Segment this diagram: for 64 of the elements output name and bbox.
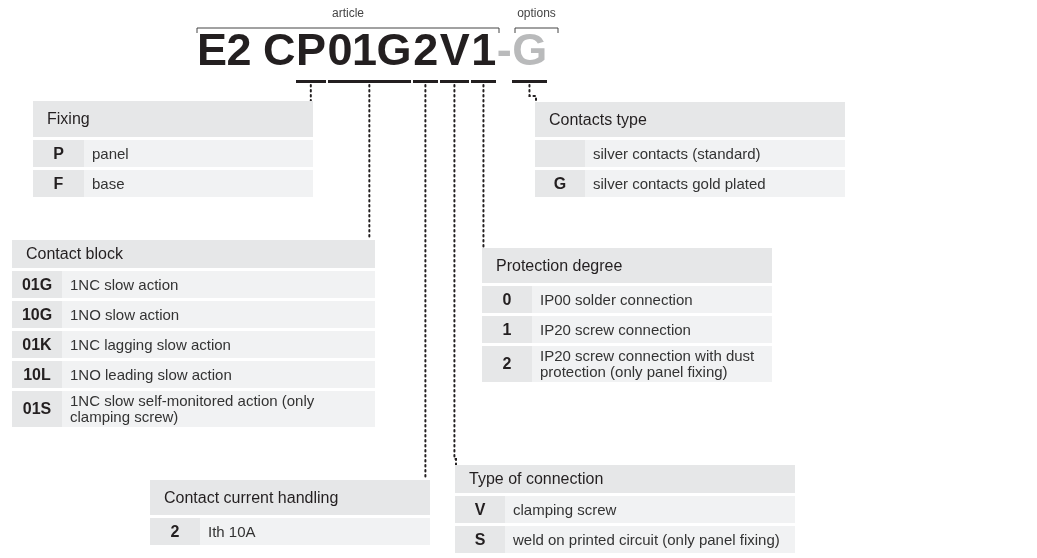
table-row <box>12 301 375 328</box>
table-row <box>535 140 845 167</box>
option-description: clamping screw <box>512 499 618 520</box>
option-description: 1NC lagging slow action <box>69 334 232 355</box>
option-code: 10L <box>12 361 62 388</box>
table-row <box>482 316 772 343</box>
option-code: 1 <box>482 316 532 343</box>
group-label: article <box>332 6 364 20</box>
option-code: 0 <box>482 286 532 313</box>
table-row <box>482 286 772 313</box>
option-description: 1NC slow action <box>69 274 180 295</box>
leader-line <box>528 84 537 103</box>
option-description: IP20 screw connection with dust protection (only panel fixing) <box>539 346 756 382</box>
table-heading: Contact block <box>12 240 375 268</box>
code-segment: 01G <box>327 27 412 83</box>
table-row <box>33 170 313 197</box>
option-description: 1NO leading slow action <box>69 364 233 385</box>
table-row <box>455 496 795 523</box>
option-description: Ith 10A <box>207 521 257 542</box>
option-code: 10G <box>12 301 62 328</box>
table-row <box>12 361 375 388</box>
code-text: E2 C <box>197 27 296 72</box>
code-segment: P <box>296 27 326 83</box>
table-row <box>482 346 772 382</box>
option-code: F <box>33 170 84 197</box>
table-row <box>12 271 375 298</box>
option-code: 01S <box>12 391 62 427</box>
table-row <box>150 518 430 545</box>
table-heading: Type of connection <box>455 465 795 493</box>
option-code: 01K <box>12 331 62 358</box>
group-label: options <box>517 6 556 20</box>
option-code: 2 <box>150 518 200 545</box>
leader-line <box>453 84 457 466</box>
table-row <box>455 526 795 553</box>
leader-line <box>482 84 485 249</box>
table-heading: Contact current handling <box>150 480 430 515</box>
option-code: P <box>33 140 84 167</box>
option-code: 01G <box>12 271 62 298</box>
code-segment: 1 <box>471 27 496 83</box>
option-code: S <box>455 526 505 553</box>
option-description: 1NO slow action <box>69 304 181 325</box>
option-code: G <box>535 170 585 197</box>
table-heading: Fixing <box>33 101 313 137</box>
option-description: silver contacts gold plated <box>592 173 767 194</box>
option-description: weld on printed circuit (only panel fixing) <box>512 529 781 550</box>
code-segment: V <box>439 27 470 83</box>
code-text: - <box>496 27 512 72</box>
table-heading: Protection degree <box>482 248 772 283</box>
table-row <box>535 170 845 197</box>
table-row <box>33 140 313 167</box>
table-heading: Contacts type <box>535 102 845 137</box>
option-description: IP00 solder connection <box>539 289 694 310</box>
option-description: panel <box>91 143 130 164</box>
option-description: silver contacts (standard) <box>592 143 762 164</box>
table-row <box>12 391 375 427</box>
option-description: IP20 screw connection <box>539 319 692 340</box>
option-code: V <box>455 496 505 523</box>
option-description: 1NC slow self-monitored action (only clamping screw) <box>69 391 316 427</box>
option-description: base <box>91 173 126 194</box>
leader-line <box>309 84 312 102</box>
option-code: 2 <box>482 346 532 382</box>
code-segment: 2 <box>413 27 438 83</box>
code-segment: G <box>512 27 547 83</box>
table-row <box>12 331 375 358</box>
